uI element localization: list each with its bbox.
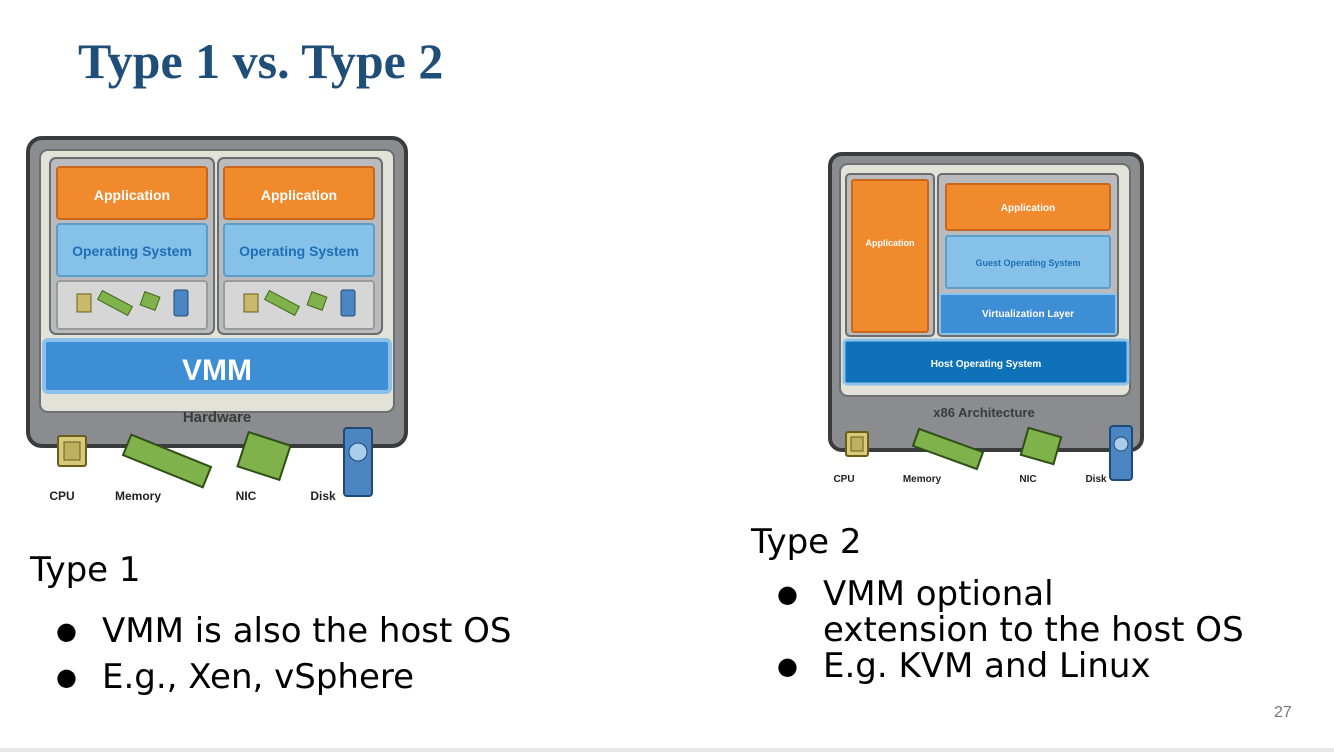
memory-icon: [911, 427, 985, 471]
vm-2: Application Operating System: [217, 157, 383, 335]
mini-cpu-icon: [243, 293, 259, 313]
component-label: Memory: [903, 474, 942, 485]
bullet-item: ● VMM is also the host OS: [30, 608, 511, 654]
vmm-bar: [42, 338, 392, 394]
type2-bullet-list: ● VMM optional extension to the host OS …: [751, 576, 1244, 684]
type1-heading: Type 1: [30, 550, 141, 590]
hardware-label: Hardware: [183, 409, 251, 426]
application-label: Application: [94, 187, 170, 203]
mini-nic-icon: [306, 291, 328, 311]
vm-1: Application Operating System: [49, 157, 215, 335]
nic-icon: [236, 430, 292, 482]
type2-diagram: x86 Architecture Application Application…: [828, 152, 1144, 485]
vmm-label: VMM: [182, 354, 252, 387]
host-os-bar: [842, 338, 1130, 386]
mini-memory-icon: [263, 289, 301, 317]
mini-cpu-icon: [76, 293, 92, 313]
disk-icon: [1109, 425, 1133, 481]
bullet-text: E.g., Xen, vSphere: [102, 657, 415, 697]
component-label: NIC: [236, 489, 257, 503]
component-label: CPU: [49, 489, 74, 503]
operating-system-label: Operating System: [72, 243, 192, 259]
guest-application-label: Application: [1001, 203, 1055, 214]
mini-disk-icon: [340, 289, 356, 317]
operating-system-box: [223, 223, 375, 277]
bullet-dot: ●: [56, 617, 77, 645]
virtual-hardware-box: [56, 280, 208, 330]
application-box: [56, 166, 208, 220]
host-application-label: Application: [866, 238, 915, 248]
application-label: Application: [261, 187, 337, 203]
slide-title: Type 1 vs. Type 2: [78, 33, 444, 89]
guest-os-label: Guest Operating System: [975, 258, 1080, 268]
operating-system-box: [56, 223, 208, 277]
bullet-item: ● E.g. KVM and Linux: [751, 648, 1244, 684]
host-os-label: Host Operating System: [931, 359, 1042, 370]
bullet-dot: ●: [777, 652, 798, 680]
component-label: NIC: [1019, 474, 1036, 485]
component-label: CPU: [833, 474, 854, 485]
mini-disk-icon: [173, 289, 189, 317]
host-application-box: [851, 179, 929, 333]
bullet-dot: ●: [777, 580, 798, 608]
cpu-icon: [845, 431, 869, 457]
architecture-label: x86 Architecture: [933, 405, 1034, 420]
component-label: Disk: [310, 489, 336, 503]
bullet-text-continued: extension to the host OS: [823, 610, 1244, 650]
page-number: 27: [1274, 704, 1292, 721]
mini-nic-icon: [139, 291, 161, 311]
bottom-border: [0, 748, 1334, 752]
bullet-item: ● VMM optional extension to the host OS: [751, 576, 1244, 648]
bullet-text: E.g. KVM and Linux: [823, 646, 1151, 686]
mini-memory-icon: [96, 289, 134, 317]
cpu-icon: [57, 435, 87, 467]
bullet-text: VMM optional: [823, 574, 1054, 614]
guest-application-box: [945, 183, 1111, 231]
memory-icon: [121, 433, 213, 489]
type1-diagram: Hardware Application Operating System Ap…: [26, 136, 408, 503]
type1-bullet-list: ● VMM is also the host OS ● E.g., Xen, vSp…: [30, 608, 511, 700]
operating-system-label: Operating System: [239, 243, 359, 259]
nic-icon: [1019, 426, 1063, 466]
bullet-text: VMM is also the host OS: [102, 611, 512, 651]
type2-heading: Type 2: [751, 522, 862, 562]
component-label: Disk: [1085, 474, 1107, 485]
application-box: [223, 166, 375, 220]
disk-icon: [343, 427, 373, 497]
virtualization-layer-box: [939, 293, 1117, 335]
bullet-item: ● E.g., Xen, vSphere: [30, 654, 511, 700]
guest-os-box: [945, 235, 1111, 289]
virtual-hardware-box: [223, 280, 375, 330]
virtualization-layer-label: Virtualization Layer: [982, 309, 1074, 320]
bullet-dot: ●: [56, 663, 77, 691]
component-label: Memory: [115, 489, 161, 503]
